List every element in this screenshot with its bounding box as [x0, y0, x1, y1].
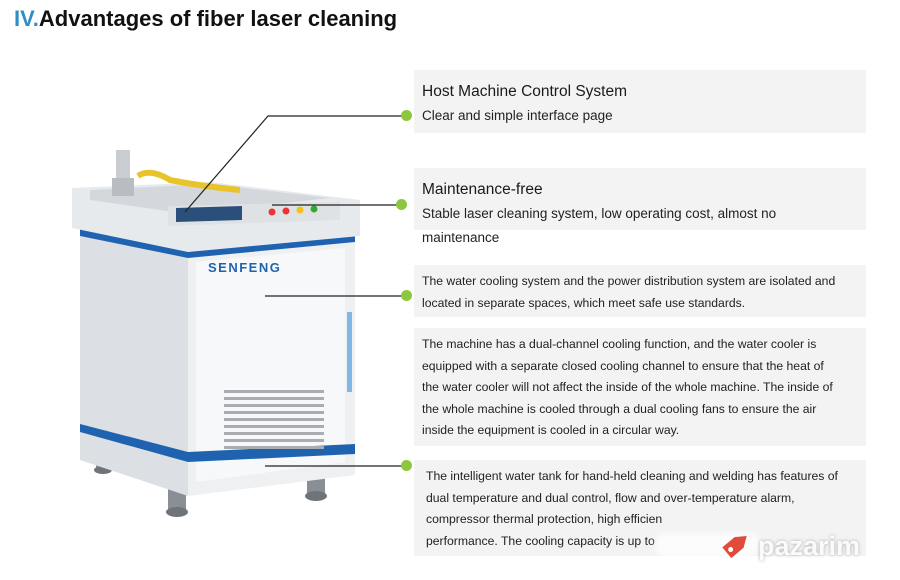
- feature-text-line: the water cooler will not affect the ins…: [422, 380, 833, 394]
- watermark-logo: pazarim: [758, 531, 861, 561]
- feature-box-water-tank: The intelligent water tank for hand-held…: [414, 460, 866, 556]
- feature-text-line: The water cooling system and the power d…: [422, 274, 836, 288]
- feature-text-line: compressor thermal protection, high effi…: [426, 512, 663, 526]
- callout-dot-2: [396, 199, 407, 210]
- callout-dot-3: [401, 290, 412, 301]
- feature-box-dual-cooling: The machine has a dual-channel cooling f…: [414, 328, 866, 446]
- feature-text-line: located in separate spaces, which meet s…: [422, 295, 746, 310]
- vent-grille: [224, 390, 324, 449]
- feature-body-line: Stable laser cleaning system, low operat…: [422, 206, 777, 221]
- page-title: IV.Advantages of fiber laser cleaning: [14, 6, 397, 32]
- feature-body-line: maintenance: [422, 230, 500, 245]
- control-screen: [176, 206, 242, 222]
- feature-heading: Host Machine Control System: [422, 83, 628, 100]
- feature-text-line: inside the equipment is cooled in a circ…: [422, 423, 680, 437]
- machine-brand-label: SENFENG: [208, 260, 282, 275]
- feature-text-line: dual temperature and dual control, flow …: [426, 490, 795, 505]
- feature-text-line: The intelligent water tank for hand-held…: [426, 469, 838, 483]
- feature-box-maintenance-free: Maintenance-free Stable laser cleaning s…: [414, 168, 866, 245]
- feature-body: Clear and simple interface page: [422, 108, 613, 123]
- feature-text-line: the whole machine is cooled through a du…: [422, 401, 817, 416]
- feature-text-line: performance. The cooling capacity is up …: [426, 533, 655, 548]
- feature-box-control-system: Host Machine Control System Clear and si…: [414, 70, 866, 133]
- section-number: IV.: [14, 6, 39, 31]
- section-title: Advantages of fiber laser cleaning: [38, 6, 398, 31]
- callout-dot-1: [401, 110, 412, 121]
- feature-text-line: equipped with a separate closed cooling …: [422, 358, 824, 373]
- feature-box-isolation: The water cooling system and the power d…: [414, 265, 866, 317]
- feature-heading: Maintenance-free: [422, 181, 543, 198]
- callout-lines: [184, 115, 405, 467]
- machine-side: [80, 230, 188, 496]
- callout-dot-4: [401, 460, 412, 471]
- feature-text-line: The machine has a dual-channel cooling f…: [422, 337, 817, 351]
- price-tag-icon: [722, 536, 747, 559]
